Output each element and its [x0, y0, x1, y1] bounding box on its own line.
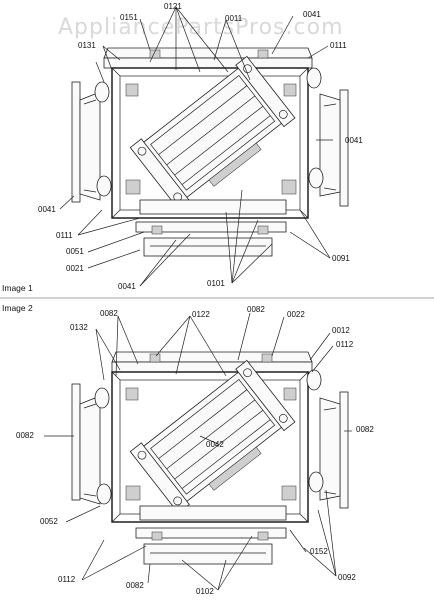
label-0022: 0022: [287, 310, 305, 319]
label-0092: 0092: [338, 573, 356, 582]
bottom-rails: [135, 199, 287, 257]
label-0112: 0112: [336, 340, 354, 349]
image1-labels: 0121 0151 0011 0041 0131 0111 0041 0041 …: [38, 2, 363, 291]
left-heater-2: [71, 383, 112, 505]
label-0121: 0121: [164, 2, 182, 11]
image1-title: Image 1: [2, 283, 33, 293]
label-0021: 0021: [66, 264, 84, 273]
image2-labels: 0082 0122 0082 0022 0132 0012 0112 0082 …: [16, 305, 374, 596]
left-heater: [71, 61, 112, 203]
label-0131: 0131: [78, 41, 96, 50]
label-0051: 0051: [66, 247, 84, 256]
label-0151: 0151: [120, 13, 138, 22]
label-0012: 0012: [332, 326, 350, 335]
label-0042: 0042: [206, 440, 224, 449]
label-0112: 0112: [58, 575, 76, 584]
label-0102: 0102: [196, 587, 214, 596]
label-0052: 0052: [40, 517, 58, 526]
image1-drawing: AppliancePartsPros.com: [2, 2, 363, 293]
label-0041: 0041: [345, 136, 363, 145]
label-0132: 0132: [70, 323, 88, 332]
label-0111: 0111: [56, 231, 73, 240]
bottom-rails-2: [135, 505, 287, 565]
top-rail: [103, 47, 313, 69]
label-0122: 0122: [192, 310, 210, 319]
right-heater: [306, 67, 349, 207]
main-frame-2: [111, 371, 309, 523]
burner-assembly-2: [129, 359, 296, 514]
watermark: AppliancePartsPros.com: [58, 15, 344, 40]
label-0082: 0082: [356, 425, 374, 434]
image2-drawing: Image 2: [2, 303, 374, 596]
label-0041: 0041: [303, 10, 321, 19]
label-0091: 0091: [332, 254, 350, 263]
label-0082: 0082: [16, 431, 34, 440]
label-0111: 0111: [330, 41, 347, 50]
label-0082: 0082: [126, 581, 144, 590]
right-heater-2: [306, 369, 349, 509]
leader-lines-2: [44, 312, 352, 591]
label-0011: 0011: [225, 14, 243, 23]
label-0082: 0082: [100, 309, 118, 318]
main-frame: [111, 67, 309, 219]
top-rail-2: [111, 351, 313, 373]
label-0101: 0101: [207, 279, 225, 288]
image2-title: Image 2: [2, 303, 33, 313]
label-0082: 0082: [247, 305, 265, 314]
leader-lines-1: [59, 6, 333, 287]
label-0152: 0152: [310, 547, 328, 556]
burner-assembly: [129, 55, 296, 210]
label-0041: 0041: [118, 282, 136, 291]
label-0041: 0041: [38, 205, 56, 214]
